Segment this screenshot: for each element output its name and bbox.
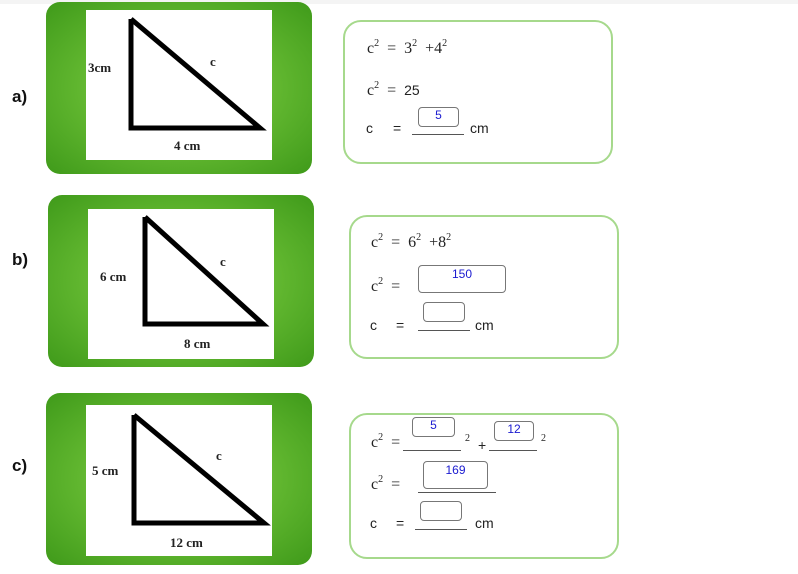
answer-input-b-c-squared[interactable]: 150: [418, 265, 506, 293]
right-triangle-b-graphic: [142, 215, 270, 327]
answer-underline-c: [415, 529, 467, 530]
triangle-c-horizontal-label: 12 cm: [170, 535, 203, 550]
answer-input-a-c[interactable]: 5: [418, 107, 459, 127]
equation-box-b: [349, 215, 619, 359]
answer-underline-b: [418, 330, 470, 331]
answer-input-c-leg-a[interactable]: 5: [412, 417, 455, 437]
right-triangle-c-graphic: [131, 413, 271, 526]
answer-input-b-c[interactable]: [423, 302, 465, 322]
plus-sign-c: +: [478, 437, 487, 453]
exp-c-leg-a: 2: [465, 433, 470, 444]
exp-c-leg-b: 2: [541, 433, 546, 444]
right-triangle-a-graphic: [128, 17, 267, 131]
triangle-a-hypotenuse-label: c: [210, 54, 216, 69]
underline-c-leg-b: [489, 450, 537, 451]
triangle-figure-b: 6 cm c 8 cm: [88, 209, 274, 359]
triangle-c-hypotenuse-label: c: [216, 448, 222, 463]
equation-c-line1-lhs: c2 =: [371, 432, 401, 451]
unit-b: cm: [475, 317, 494, 333]
equation-b-line3-lhs: c: [370, 317, 377, 333]
equation-a-line2: c2 = 25: [367, 80, 420, 99]
equation-b-line2: c2 =: [371, 276, 401, 295]
triangle-a-vertical-label: 3cm: [88, 60, 112, 75]
equation-a-line3-lhs: c: [366, 120, 373, 136]
equation-c-line3-lhs: c: [370, 515, 377, 531]
underline-c-leg-a: [403, 450, 461, 451]
equation-a-line3-equals: =: [393, 120, 402, 136]
triangle-b-horizontal-label: 8 cm: [184, 336, 211, 351]
equation-c-line2: c2 =: [371, 474, 401, 493]
answer-input-c-leg-b[interactable]: 12: [494, 421, 534, 441]
row-b-label: b): [12, 250, 29, 269]
row-a-label: a): [12, 87, 28, 106]
answer-underline-a: [412, 134, 464, 135]
triangle-c-vertical-label: 5 cm: [92, 463, 119, 478]
answer-input-c-c-squared[interactable]: 169: [423, 461, 488, 489]
top-divider: [0, 0, 798, 4]
unit-a: cm: [470, 120, 489, 136]
equation-c-line3-equals: =: [396, 515, 405, 531]
equation-b-line1: c2 = 62 +82: [371, 232, 452, 251]
equation-b-line3-equals: =: [396, 317, 405, 333]
row-c-label: c): [12, 456, 28, 475]
answer-input-c-c[interactable]: [420, 501, 462, 521]
triangle-figure-c: 5 cm c 12 cm: [86, 405, 272, 556]
triangle-b-vertical-label: 6 cm: [100, 269, 127, 284]
equation-a-line1: c2 = 32 +42: [367, 38, 448, 57]
triangle-figure-a: 3cm c 4 cm: [86, 10, 272, 160]
underline-c-c-squared: [418, 492, 496, 493]
unit-c: cm: [475, 515, 494, 531]
triangle-b-hypotenuse-label: c: [220, 254, 226, 269]
equation-box-a: [343, 20, 613, 164]
triangle-a-horizontal-label: 4 cm: [174, 138, 201, 153]
